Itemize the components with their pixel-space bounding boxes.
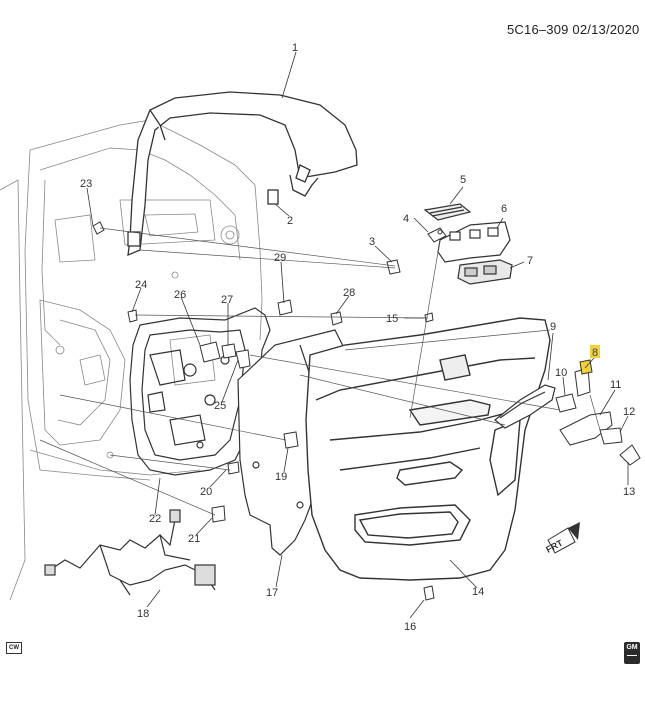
callout-4: 4	[403, 213, 409, 225]
inside-handle-bezel	[494, 384, 556, 429]
callout-27: 27	[221, 294, 233, 306]
callout-5: 5	[460, 174, 466, 186]
callout-11: 11	[610, 379, 621, 391]
callout-18: 18	[137, 608, 149, 620]
callout-1: 1	[292, 42, 298, 54]
water-deflector	[129, 307, 271, 476]
callout-29: 29	[274, 252, 286, 264]
callout-13: 13	[623, 486, 635, 498]
callout-3: 3	[369, 236, 375, 248]
callout-10: 10	[555, 367, 567, 379]
callout-20: 20	[200, 486, 212, 498]
callout-21: 21	[188, 533, 200, 545]
callout-leaders	[86, 51, 629, 619]
callout-16: 16	[404, 621, 416, 633]
callout-14: 14	[472, 586, 484, 598]
callout-8-highlight	[590, 345, 600, 358]
callout-22: 22	[149, 513, 161, 525]
callout-2: 2	[287, 215, 293, 227]
callout-19: 19	[275, 471, 287, 483]
callout-7: 7	[527, 255, 533, 267]
wiring-harness	[44, 509, 216, 596]
cw-badge: CW	[6, 642, 22, 654]
door-frame	[0, 119, 263, 601]
callout-15: 15	[386, 313, 398, 325]
callout-25: 25	[214, 400, 226, 412]
callout-28: 28	[343, 287, 355, 299]
callout-24: 24	[135, 279, 147, 291]
gm-logo-text: GM	[626, 644, 638, 651]
callout-labels: 1 2 3 4 5 6 7 8 9 10 11 12 13 14 15 16 1…	[80, 42, 635, 633]
alignment-lines	[39, 227, 601, 516]
small-fasteners	[92, 221, 641, 601]
diagram-code: 5C16–309 02/13/2020	[507, 22, 640, 37]
callout-6: 6	[501, 203, 507, 215]
callout-12: 12	[623, 406, 635, 418]
callout-17: 17	[266, 587, 278, 599]
front-direction-arrow: FRT	[544, 522, 580, 555]
window-frame-molding	[127, 91, 358, 257]
gm-logo: GM	[624, 642, 640, 664]
callout-8: 8	[592, 347, 598, 359]
callout-26: 26	[174, 289, 186, 301]
window-switch-assembly	[423, 203, 513, 285]
door-trim-panel	[305, 317, 551, 581]
callout-23: 23	[80, 178, 92, 190]
callout-9: 9	[550, 321, 556, 333]
